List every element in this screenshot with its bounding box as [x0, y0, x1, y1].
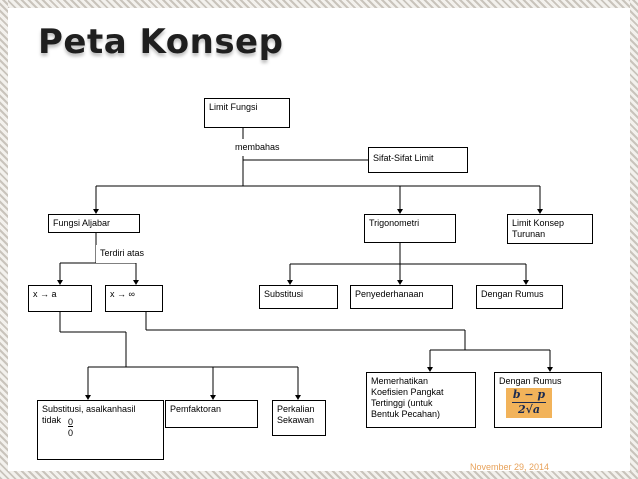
node-x-to-a: x → a	[28, 285, 92, 312]
node-trigonometri: Trigonometri	[364, 214, 456, 243]
node-dengan-rumus-2-label: Dengan Rumus	[499, 376, 562, 386]
label-terdiri-atas: Terdiri atas	[96, 245, 183, 263]
node-substitusi: Substitusi	[259, 285, 338, 309]
formula-fraction-bar	[512, 402, 546, 403]
formula-denominator: 2√a	[517, 403, 540, 416]
slide-date: November 29, 2014	[470, 462, 550, 472]
node-perkalian-sekawan: Perkalian Sekawan	[272, 400, 326, 436]
node-substitusi-asalkan: Substitusi, asalkanhasil tidak	[37, 400, 164, 460]
node-x-to-infinity: x → ∞	[105, 285, 163, 312]
frame-border-right	[630, 0, 638, 479]
formula-image: b − p 2√a	[506, 388, 552, 418]
frame-border-bottom	[0, 471, 638, 479]
node-pemfaktoran: Pemfaktoran	[165, 400, 258, 428]
node-limit-fungsi: Limit Fungsi	[204, 98, 290, 128]
fraction-numerator: 0	[68, 417, 74, 427]
node-fungsi-aljabar: Fungsi Aljabar	[48, 214, 140, 233]
arrowheads	[57, 168, 553, 400]
formula-numerator: b − p	[512, 388, 546, 401]
node-dengan-rumus: Dengan Rumus	[476, 285, 563, 309]
label-membahas: membahas	[231, 139, 315, 156]
frame-border-top	[0, 0, 638, 8]
node-memerhatikan-koefisien: Memerhatikan Koefisien Pangkat Tertinggi…	[366, 372, 476, 428]
slide-title: Peta Konsep	[38, 22, 284, 62]
fraction-denominator: 0	[68, 428, 74, 438]
node-substitusi-asalkan-text: Substitusi, asalkanhasil tidak	[42, 404, 136, 425]
node-penyederhanaan: Penyederhanaan	[350, 285, 453, 309]
node-sifat-sifat-limit: Sifat-Sifat Limit	[368, 147, 468, 173]
node-limit-konsep-turunan: Limit Konsep Turunan	[507, 214, 593, 244]
frame-border-left	[0, 0, 8, 479]
